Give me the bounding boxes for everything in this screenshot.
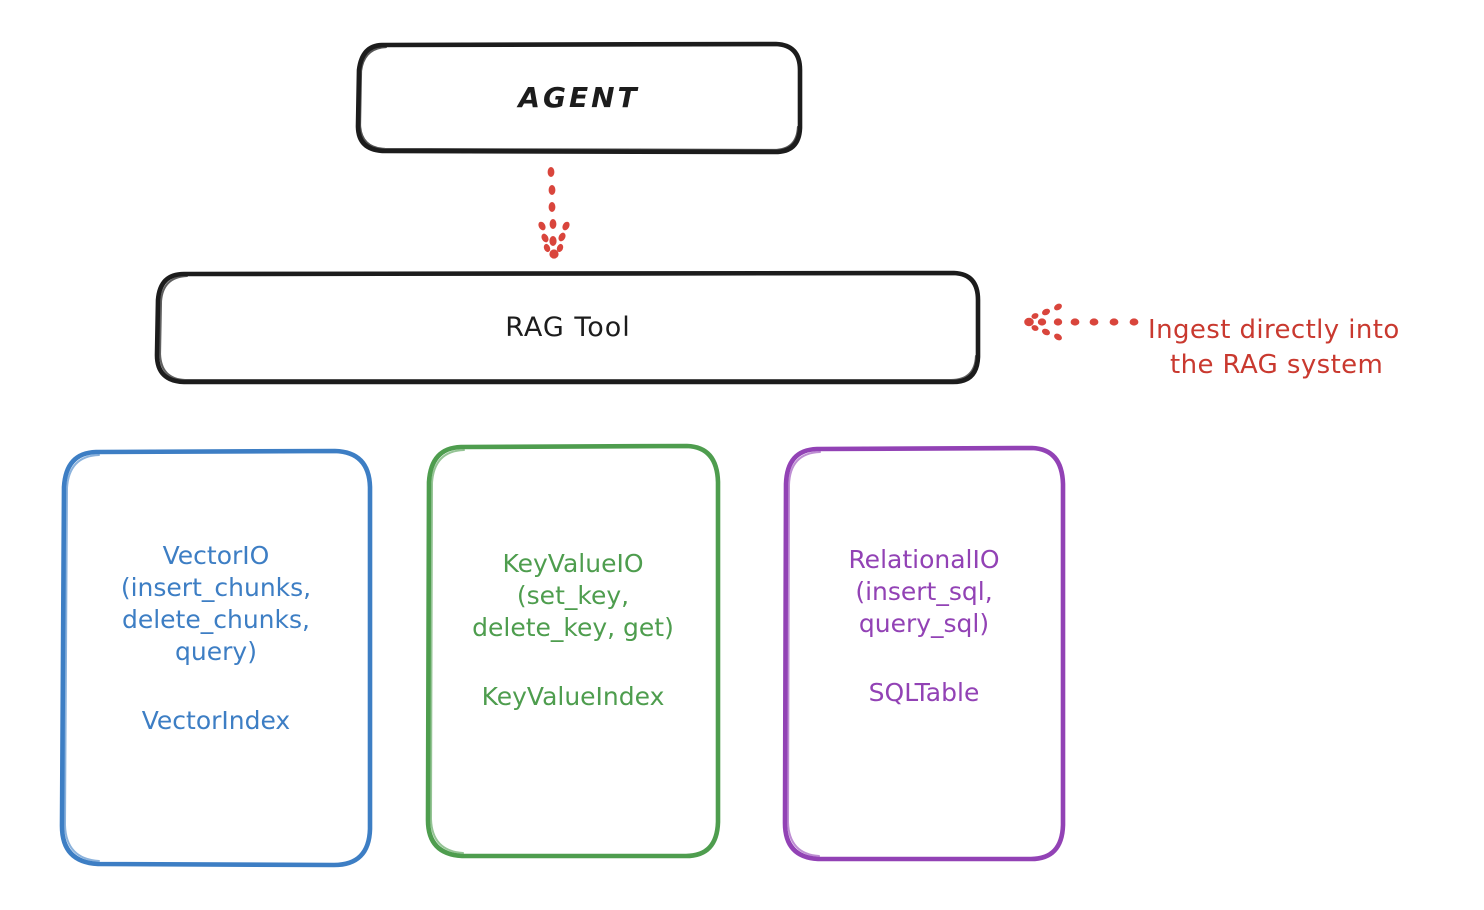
node-key-value-io[interactable]: KeyValueIO (set_key, delete_key, get) Ke…: [428, 446, 718, 856]
annotation-ingest-line1: Ingest directly into: [1148, 314, 1400, 345]
relational-io-box-outline: [782, 445, 1066, 862]
node-vector-io-api-label: VectorIO (insert_chunks, delete_chunks, …: [120, 540, 312, 666]
annotation-ingest-line2: the RAG system: [1170, 349, 1384, 380]
node-key-value-io-content: KeyValueIO (set_key, delete_key, get) Ke…: [472, 548, 674, 711]
node-vector-io[interactable]: VectorIO (insert_chunks, delete_chunks, …: [62, 450, 370, 866]
rag-tool-box-outline: [154, 270, 981, 385]
node-vector-io-content: VectorIO (insert_chunks, delete_chunks, …: [121, 540, 311, 735]
key-value-io-box-outline: [425, 443, 721, 859]
node-key-value-io-api-label: KeyValueIO (set_key, delete_key, get): [472, 548, 674, 642]
node-relational-io-api-label: RelationalIO (insert_sql, query_sql): [848, 545, 1000, 638]
node-agent[interactable]: AGENT: [357, 43, 801, 153]
node-key-value-io-index-label: KeyValueIndex: [481, 681, 665, 711]
node-rag-tool[interactable]: RAG Tool: [157, 272, 979, 383]
ingest-to-rag-tool-arrow: [1024, 303, 1139, 341]
agent-to-rag-tool-arrow: [538, 167, 570, 259]
node-agent-label: AGENT: [518, 80, 640, 114]
vector-io-box-outline: [59, 448, 373, 868]
agent-box-outline: [355, 41, 803, 155]
node-rag-tool-label: RAG Tool: [505, 311, 631, 343]
node-relational-io[interactable]: RelationalIO (insert_sql, query_sql) SQL…: [785, 448, 1063, 859]
node-vector-io-index-label: VectorIndex: [141, 705, 291, 735]
node-relational-io-index-label: SQLTable: [868, 678, 980, 707]
node-relational-io-content: RelationalIO (insert_sql, query_sql) SQL…: [848, 544, 999, 707]
annotation-ingest: Ingest directly into the RAG system: [1148, 278, 1474, 417]
